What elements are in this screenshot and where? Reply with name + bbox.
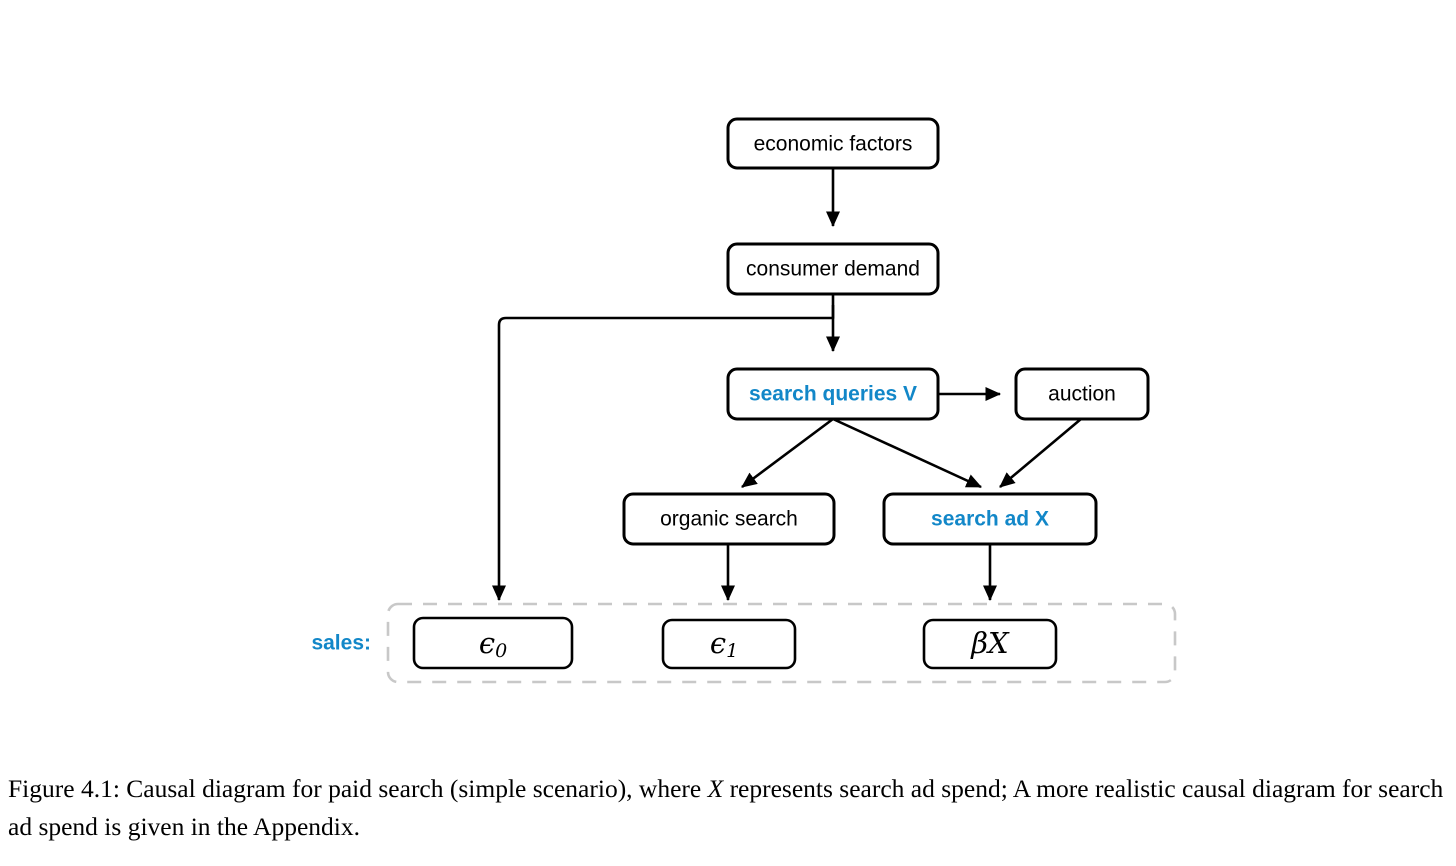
- node-economic-factors-label: economic factors: [754, 133, 913, 156]
- caption-text-part-1: Causal diagram for paid search (simple s…: [119, 774, 708, 803]
- node-auction-box: [1014, 367, 1150, 421]
- node-epsilon-0[interactable]: ϵ0: [412, 616, 574, 670]
- sales-group-label: sales:: [311, 632, 371, 655]
- node-beta-x[interactable]: βX: [922, 618, 1058, 670]
- node-economic-factors[interactable]: economic factors: [726, 117, 940, 170]
- node-economic-factors-box: [726, 117, 940, 170]
- node-beta-x-box: [922, 618, 1058, 670]
- node-consumer-demand[interactable]: consumer demand: [726, 242, 940, 296]
- node-search-queries-box: [726, 367, 940, 421]
- node-search-ad-label: search ad X: [931, 508, 1049, 531]
- node-organic-search-box: [622, 492, 836, 546]
- caption-figure-number: Figure 4.1:: [8, 774, 120, 803]
- edge-search-queries-to-organic-search: [741, 417, 834, 489]
- node-epsilon-1-label: ϵ1: [710, 626, 738, 662]
- edge-search-queries-to-search-ad: [832, 417, 982, 489]
- node-search-ad-box: [882, 492, 1098, 546]
- sales-group-container: [386, 602, 1177, 684]
- figure-caption: Figure 4.1: Causal diagram for paid sear…: [8, 770, 1448, 846]
- node-organic-search[interactable]: organic search: [622, 492, 836, 546]
- node-auction[interactable]: auction: [1014, 367, 1150, 421]
- edge-consumer-demand-to-epsilon-0: [491, 305, 835, 602]
- node-beta-x-label: βX: [970, 626, 1010, 660]
- caption-text-part-2: represents search ad spend; A more reali…: [8, 774, 1444, 841]
- node-epsilon-1[interactable]: ϵ1: [661, 618, 797, 670]
- node-consumer-demand-box: [726, 242, 940, 296]
- node-consumer-demand-label: consumer demand: [746, 258, 920, 281]
- node-auction-label: auction: [1048, 383, 1116, 406]
- causal-diagram: economic factors consumer demand search …: [311, 117, 1177, 684]
- node-organic-search-label: organic search: [660, 508, 798, 531]
- node-search-ad[interactable]: search ad X: [882, 492, 1098, 546]
- node-search-queries-label: search queries V: [749, 383, 917, 406]
- node-epsilon-0-label: ϵ0: [479, 626, 507, 662]
- node-search-queries[interactable]: search queries V: [726, 367, 940, 421]
- caption-math-x: X: [707, 774, 724, 803]
- node-epsilon-1-box: [661, 618, 797, 670]
- node-epsilon-0-box: [412, 616, 574, 670]
- edge-auction-to-search-ad: [999, 418, 1082, 488]
